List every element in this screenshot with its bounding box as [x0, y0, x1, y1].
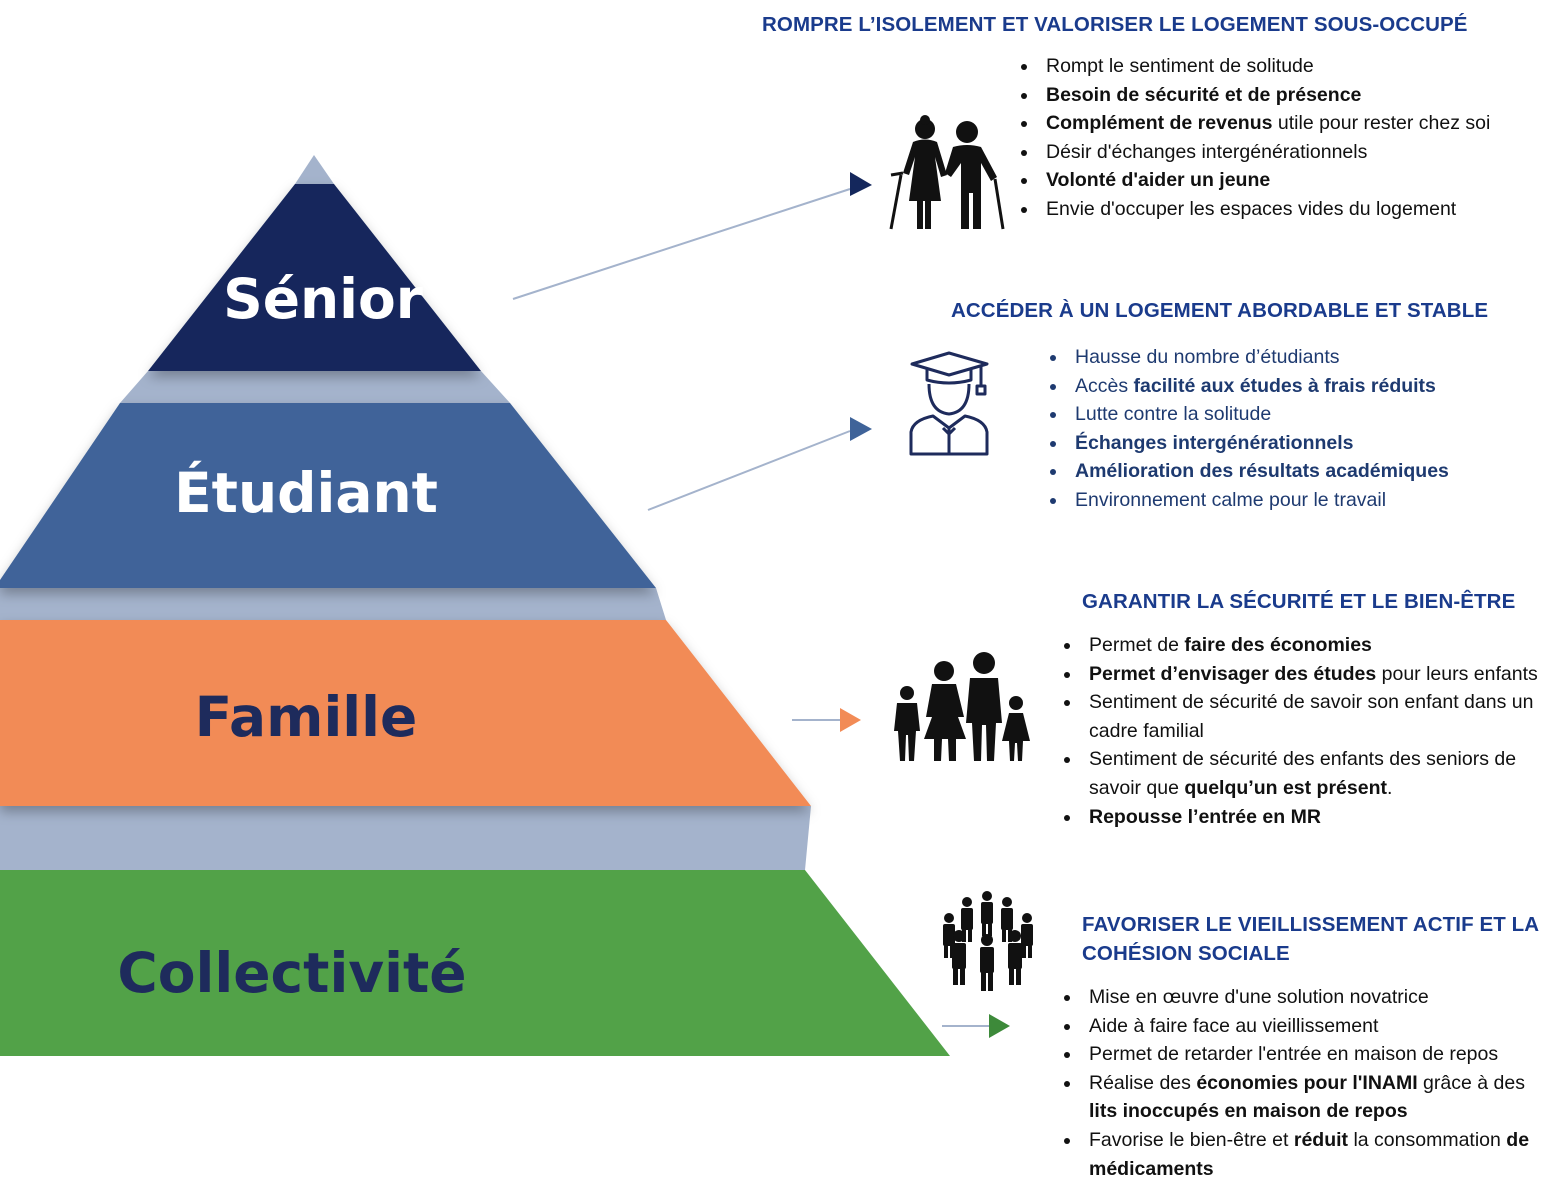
family-icon — [894, 652, 1030, 761]
benefit-text: faire des économies — [1184, 634, 1372, 656]
pyramid-apex-band — [295, 155, 334, 184]
arrow-collectivite — [942, 1014, 1010, 1038]
benefit-item: Aide à faire face au vieillissement — [1061, 1012, 1541, 1041]
benefit-item: Sentiment de sécurité des enfants des se… — [1061, 745, 1551, 802]
benefit-text: Permet de retarder l'entrée en maison de… — [1089, 1043, 1499, 1066]
benefit-text: Complément de revenus — [1046, 112, 1273, 135]
elderly-couple-icon — [889, 115, 1005, 230]
benefit-item: Mise en œuvre d'une solution novatrice — [1061, 983, 1541, 1012]
benefit-text: Échanges intergénérationnels — [1075, 431, 1354, 454]
pyramid-band-1 — [120, 371, 510, 403]
benefit-item: Besoin de sécurité et de présence — [1018, 81, 1542, 110]
benefit-text: utile pour rester chez soi — [1272, 112, 1491, 135]
benefit-text: lits inoccupés en maison de repos — [1089, 1100, 1408, 1123]
benefit-text: grâce à des — [1417, 1071, 1525, 1094]
tier-label-etudiant: Étudiant — [174, 460, 438, 525]
section-title-senior: ROMPRE L’ISOLEMENT ET VALORISER LE LOGEM… — [762, 13, 1468, 36]
benefit-text: réduit — [1293, 1128, 1349, 1151]
tier-label-collectivite: Collectivité — [117, 941, 466, 1005]
tier-etudiant — [0, 403, 656, 588]
benefit-item: Permet d’envisager des études pour leurs… — [1061, 660, 1551, 689]
benefit-text: . — [1387, 776, 1393, 799]
benefit-item: Permet de retarder l'entrée en maison de… — [1061, 1040, 1541, 1069]
benefit-text: Aide à faire face au vieillissement — [1089, 1014, 1379, 1037]
benefit-item: Désir d'échanges intergénérationnels — [1018, 138, 1542, 167]
section-title-famille: GARANTIR LA SÉCURITÉ ET LE BIEN-ÊTRE — [1082, 590, 1516, 613]
section-title-collectivite: FAVORISER LE VIEILLISSEMENT ACTIF ET LA … — [1082, 913, 1539, 965]
benefit-item: Lutte contre la solitude — [1047, 400, 1541, 429]
tier-collectivite — [0, 870, 950, 1056]
benefit-text: de médicaments — [1089, 1128, 1530, 1180]
arrow-senior — [512, 172, 872, 300]
benefit-text: Envie d'occuper les espaces vides du log… — [1046, 197, 1457, 220]
benefit-text: Favorise le bien-être et — [1089, 1128, 1294, 1151]
graduate-icon — [909, 351, 989, 456]
community-icon — [943, 891, 1033, 991]
section-senior: ROMPRE L’ISOLEMENT ET VALORISER LE LOGEM… — [762, 10, 1542, 224]
benefit-text: Sentiment de sécurité des enfants des se… — [1089, 748, 1517, 799]
benefit-text: Hausse du nombre d’étudiants — [1075, 346, 1340, 368]
benefit-item: Hausse du nombre d’étudiants — [1047, 343, 1541, 372]
pyramid-band-3 — [0, 806, 811, 870]
benefit-text: Lutte contre la solitude — [1075, 403, 1272, 426]
tier-label-senior: Sénior — [223, 267, 423, 331]
benefit-text: Environnement calme pour le travail — [1075, 488, 1387, 511]
tier-label-famille: Famille — [195, 685, 418, 749]
benefit-text: économies pour l'INAMI — [1196, 1071, 1418, 1094]
benefit-item: Rompt le sentiment de solitude — [1018, 52, 1542, 81]
benefit-text: quelqu’un est présent — [1184, 776, 1387, 799]
benefit-item: Accès facilité aux études à frais réduit… — [1047, 372, 1541, 401]
benefit-item: Complément de revenus utile pour rester … — [1018, 109, 1542, 138]
benefit-text: Permet de — [1089, 634, 1185, 656]
benefit-text: Rompt le sentiment de solitude — [1046, 55, 1314, 77]
benefit-text: Mise en œuvre d'une solution novatrice — [1089, 986, 1429, 1008]
benefit-item: Permet de faire des économies — [1061, 631, 1551, 660]
benefit-item: Environnement calme pour le travail — [1047, 486, 1541, 515]
benefit-text: Permet d’envisager des études — [1089, 662, 1377, 685]
benefit-text: Volonté d'aider un jeune — [1046, 169, 1271, 192]
benefit-text: pour leurs enfants — [1376, 662, 1538, 685]
benefit-text: la consommation — [1348, 1128, 1507, 1151]
benefit-item: Envie d'occuper les espaces vides du log… — [1018, 195, 1542, 224]
section-etudiant: ACCÉDER À UN LOGEMENT ABORDABLE ET STABL… — [951, 296, 1541, 515]
pyramid-band-2 — [0, 588, 666, 620]
benefit-text: Sentiment de sécurité de savoir son enfa… — [1089, 691, 1534, 742]
section-title-etudiant: ACCÉDER À UN LOGEMENT ABORDABLE ET STABL… — [951, 299, 1489, 322]
benefit-text: Amélioration des résultats académiques — [1075, 460, 1449, 483]
arrow-etudiant — [647, 417, 872, 511]
benefit-item: Réalise des économies pour l'INAMI grâce… — [1061, 1069, 1541, 1126]
section-famille: GARANTIR LA SÉCURITÉ ET LE BIEN-ÊTRE Per… — [1064, 587, 1552, 831]
benefit-item: Amélioration des résultats académiques — [1047, 457, 1541, 486]
benefit-item: Repousse l’entrée en MR — [1061, 803, 1551, 832]
benefit-text: Repousse l’entrée en MR — [1089, 805, 1321, 828]
benefit-text: Besoin de sécurité et de présence — [1046, 83, 1362, 106]
section-collectivite: FAVORISER LE VIEILLISSEMENT ACTIF ET LA … — [1064, 910, 1542, 1183]
arrow-famille — [792, 708, 861, 732]
tier-famille — [0, 620, 811, 806]
benefit-text: Accès — [1075, 374, 1134, 397]
benefit-text: Désir d'échanges intergénérationnels — [1046, 140, 1368, 163]
benefit-item: Volonté d'aider un jeune — [1018, 166, 1542, 195]
benefit-item: Sentiment de sécurité de savoir son enfa… — [1061, 688, 1551, 745]
benefit-item: Échanges intergénérationnels — [1047, 429, 1541, 458]
benefit-text: facilité aux études à frais réduits — [1133, 374, 1436, 397]
benefit-text: Réalise des — [1089, 1071, 1197, 1094]
tier-senior — [148, 184, 481, 371]
benefit-item: Favorise le bien-être et réduit la conso… — [1061, 1126, 1541, 1183]
